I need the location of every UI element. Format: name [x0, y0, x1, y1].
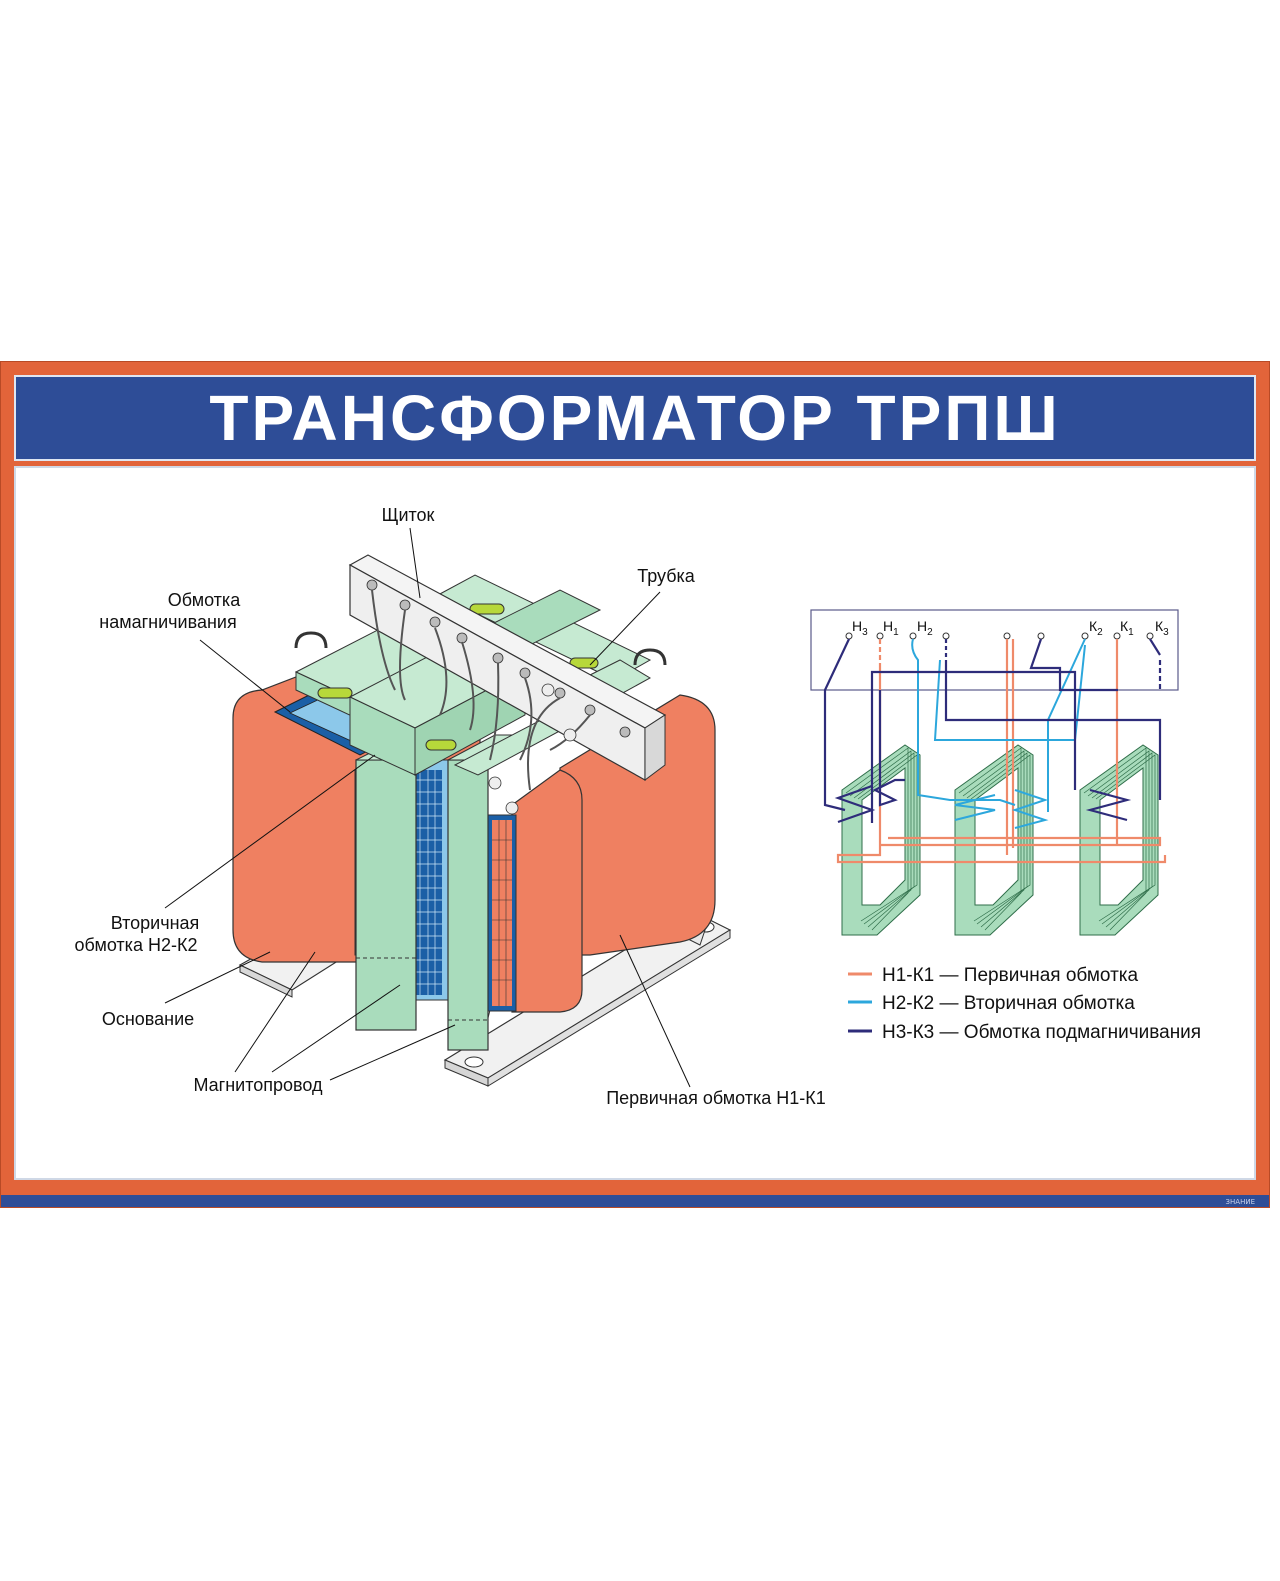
legend-item-primary: Н1-К1 — Первичная обмотка — [848, 965, 1139, 986]
schematic-core-3 — [1079, 744, 1159, 936]
component-labels: Щиток Трубка Обмотка намагничивания Втор… — [75, 505, 826, 1108]
legend-item-bias: Н3-К3 — Обмотка подмагничивания — [848, 1022, 1201, 1043]
schematic-cores — [841, 744, 1159, 936]
terminal-board — [294, 554, 667, 815]
label-primary-winding: Первичная обмотка Н1-К1 — [606, 1088, 826, 1108]
terminal-labels: Н3 Н1 Н2 К2 К1 К3 — [852, 618, 1169, 638]
terminal-k1: К1 — [1120, 618, 1134, 638]
coil-right — [511, 694, 716, 1013]
title-bar: ТРАНСФОРМАТОР ТРПШ — [14, 375, 1256, 461]
publisher-logo: ЗНАНИЕ — [1225, 1198, 1255, 1206]
legend: Н1-К1 — Первичная обмотка Н2-К2 — Вторич… — [848, 965, 1201, 1043]
transformer-illustration — [232, 554, 732, 1087]
label-secondary-winding-line1: Вторичная — [111, 913, 200, 933]
label-secondary-winding-line2: обмотка Н2-К2 — [75, 935, 198, 955]
label-base: Основание — [102, 1009, 194, 1029]
schematic-core-2 — [954, 744, 1034, 936]
page-title: ТРАНСФОРМАТОР ТРПШ — [209, 382, 1061, 454]
terminal-h2: Н2 — [917, 618, 933, 638]
label-magnetic-core: Магнитопровод — [193, 1075, 323, 1095]
terminal-k2: К2 — [1089, 618, 1103, 638]
legend-label-primary: Н1-К1 — Первичная обмотка — [882, 965, 1139, 986]
wire-bias — [823, 638, 1162, 824]
legend-item-secondary: Н2-К2 — Вторичная обмотка — [848, 993, 1135, 1014]
wiring-schematic: Н3 Н1 Н2 К2 К1 К3 — [810, 609, 1179, 936]
legend-label-bias: Н3-К3 — Обмотка подмагничивания — [882, 1022, 1201, 1043]
label-tube: Трубка — [637, 566, 696, 586]
label-magnetizing-winding-line1: Обмотка — [168, 590, 241, 610]
leader-lines — [164, 527, 691, 1088]
legend-label-secondary: Н2-К2 — Вторичная обмотка — [882, 993, 1135, 1014]
magnetic-core — [294, 574, 652, 1051]
label-magnetizing-winding-line2: намагничивания — [99, 612, 236, 632]
label-shield: Щиток — [382, 505, 435, 525]
wire-primary — [836, 639, 1167, 864]
terminal-k3: К3 — [1155, 618, 1169, 638]
footer-strip: ЗНАНИЕ — [1, 1195, 1269, 1207]
terminal-h1: Н1 — [883, 618, 899, 638]
terminal-h3: Н3 — [852, 618, 868, 638]
